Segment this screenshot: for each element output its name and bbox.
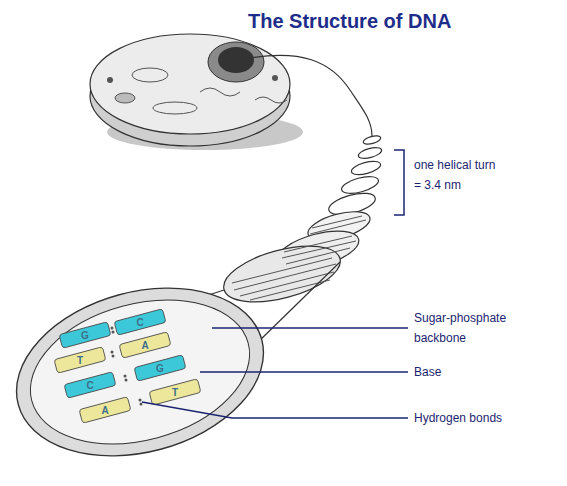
helix-rungs bbox=[232, 216, 366, 300]
dna-thread bbox=[250, 55, 372, 136]
base-letter: T bbox=[77, 355, 83, 366]
base-letter: G bbox=[81, 330, 89, 341]
organelle bbox=[200, 88, 240, 96]
hydrogen-bond-dots bbox=[111, 327, 143, 406]
base-bars bbox=[54, 309, 201, 423]
base-letter: C bbox=[86, 380, 93, 391]
base-letter: G bbox=[156, 363, 164, 374]
base-letter: T bbox=[172, 387, 178, 398]
nuclear-envelope bbox=[208, 42, 264, 82]
organelle bbox=[153, 102, 197, 114]
base-letter: A bbox=[141, 340, 148, 351]
part-label: Hydrogen bonds bbox=[414, 408, 534, 428]
nucleus bbox=[218, 47, 254, 73]
organelle bbox=[272, 75, 278, 81]
organelle bbox=[107, 77, 113, 83]
cell-body bbox=[90, 34, 290, 134]
base-letter: C bbox=[136, 317, 143, 328]
part-label: Base bbox=[414, 362, 514, 382]
organelle bbox=[255, 97, 287, 103]
organelle bbox=[132, 68, 168, 82]
base-letter: A bbox=[101, 405, 108, 416]
part-label: Sugar-phosphate backbone bbox=[414, 308, 514, 348]
turn-bracket bbox=[394, 150, 404, 215]
section-edge bbox=[255, 262, 340, 345]
dimension-label: one helical turn = 3.4 nm bbox=[414, 155, 502, 195]
double-helix bbox=[218, 134, 383, 312]
diagram-title: The Structure of DNA bbox=[248, 10, 451, 33]
leader-lines bbox=[142, 328, 408, 418]
organelle bbox=[115, 93, 135, 103]
